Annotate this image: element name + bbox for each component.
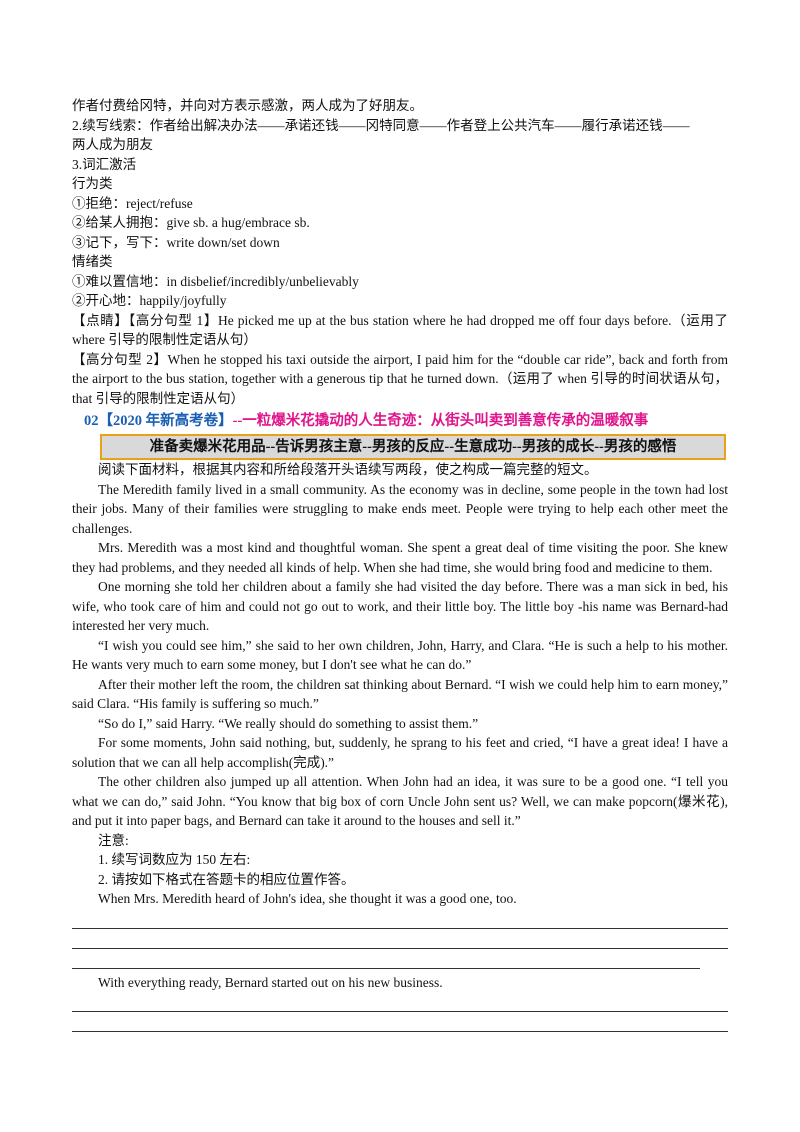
section-tag: 【2020 年新高考卷】 bbox=[98, 413, 233, 429]
story-paragraph: One morning she told her children about … bbox=[72, 579, 728, 633]
story-paragraph: For some moments, John said nothing, but… bbox=[72, 735, 728, 770]
section-title: 02【2020 年新高考卷】--一粒爆米花撬动的人生奇迹：从街头叫卖到善意传承的… bbox=[72, 410, 728, 432]
intro-line: ①难以置信地：in disbelief/incredibly/unbelieva… bbox=[72, 273, 359, 289]
intro-line: 作者付费给冈特，并向对方表示感激，两人成为了好朋友。 bbox=[72, 98, 423, 113]
story-paragraph: Mrs. Meredith was a most kind and though… bbox=[72, 540, 728, 575]
intro-line: 两人成为朋友 bbox=[72, 137, 153, 152]
answer-line[interactable] bbox=[72, 929, 728, 949]
section-number: 02 bbox=[84, 413, 99, 429]
answer-line[interactable] bbox=[72, 949, 700, 969]
intro-line: ①拒绝：reject/refuse bbox=[72, 195, 193, 211]
instruction-text: 阅读下面材料，根据其内容和所给段落开头语续写两段，使之构成一篇完整的短文。 bbox=[98, 462, 598, 477]
story-paragraph: “So do I,” said Harry. “We really should… bbox=[98, 715, 479, 731]
document-page: 作者付费给冈特，并向对方表示感激，两人成为了好朋友。 2.续写线索：作者给出解决… bbox=[72, 96, 728, 1032]
paragraph-2-opening: With everything ready, Bernard started o… bbox=[98, 974, 443, 990]
notes-item: 1. 续写词数应为 150 左右: bbox=[98, 852, 251, 867]
answer-line[interactable] bbox=[72, 1012, 728, 1032]
story-paragraph: After their mother left the room, the ch… bbox=[72, 676, 728, 712]
intro-line: 3.词汇激活 bbox=[72, 156, 137, 172]
answer-line[interactable] bbox=[72, 992, 728, 1012]
intro-line: 2.续写线索：作者给出解决办法——承诺还钱——冈特同意——作者登上公共汽车——履… bbox=[72, 117, 690, 133]
paragraph-1-opening: When Mrs. Meredith heard of John's idea,… bbox=[98, 891, 517, 906]
section-headline: --一粒爆米花撬动的人生奇迹：从街头叫卖到善意传承的温暖叙事 bbox=[232, 413, 649, 429]
story-paragraph: The Meredith family lived in a small com… bbox=[72, 481, 728, 536]
notes-item: 2. 请按如下格式在答题卡的相应位置作答。 bbox=[98, 871, 355, 887]
intro-line: ②开心地：happily/joyfully bbox=[72, 293, 227, 308]
intro-line: ②给某人拥抱：give sb. a hug/embrace sb. bbox=[72, 215, 310, 230]
intro-line: ③记下，写下：write down/set down bbox=[72, 234, 280, 250]
intro-line: 行为类 bbox=[72, 176, 113, 191]
plot-outline-banner: 准备卖爆米花用品--告诉男孩主意--男孩的反应--生意成功--男孩的成长--男孩… bbox=[100, 434, 726, 460]
story-paragraph: The other children also jumped up all at… bbox=[72, 774, 728, 828]
sentence-pattern-1: 【点睛】【高分句型 1】He picked me up at the bus s… bbox=[72, 312, 728, 348]
story-paragraph: “I wish you could see him,” she said to … bbox=[72, 637, 728, 673]
intro-line: 情绪类 bbox=[72, 254, 113, 269]
notes-label: 注意: bbox=[98, 832, 129, 848]
sentence-pattern-2: 【高分句型 2】When he stopped his taxi outside… bbox=[72, 351, 728, 406]
answer-line[interactable] bbox=[72, 909, 728, 929]
